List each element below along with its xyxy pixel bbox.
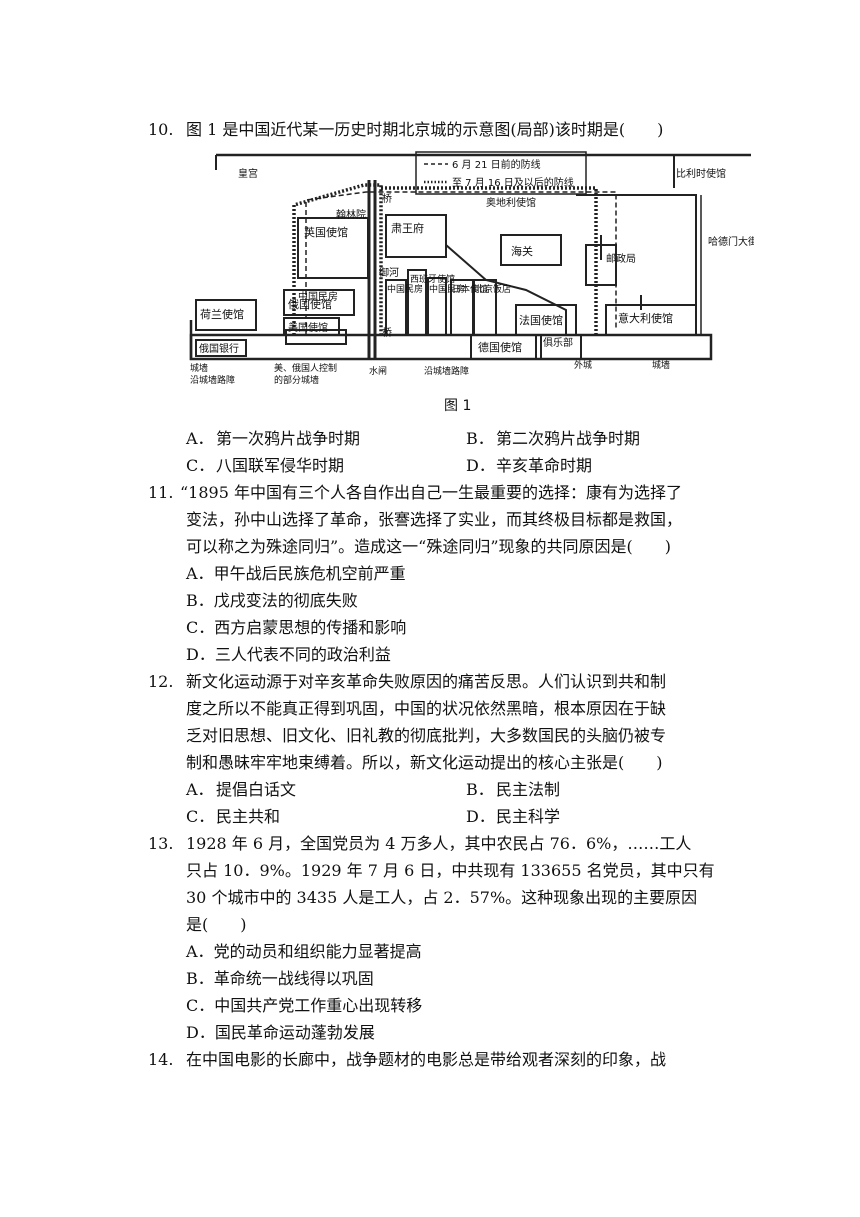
option-d[interactable]: D．国民革命运动蓬勃发展: [186, 1023, 375, 1042]
option-b[interactable]: B．第二次鸦片战争时期: [466, 429, 641, 448]
stem-line: 新文化运动源于对辛亥革命失败原因的痛苦反思。人们认识到共和制: [186, 672, 667, 691]
option-d[interactable]: D．三人代表不同的政治利益: [186, 645, 391, 664]
question-10: 10. 图 1 是中国近代某一历史时期北京城的示意图(局部)该时期是( ): [148, 116, 718, 143]
option-row: A．提倡白话文 B．民主法制: [186, 776, 746, 803]
option-a[interactable]: A．甲午战后民族危机空前严重: [186, 564, 406, 583]
map-label: 邮政局: [606, 252, 636, 265]
option-row: C．八国联军侵华时期 D．辛亥革命时期: [186, 452, 746, 479]
option-d[interactable]: D．民主科学: [466, 807, 561, 826]
map-label: 翰林院: [336, 208, 366, 221]
map-label: 法国使馆: [519, 313, 563, 327]
map-caption: 图 1: [444, 398, 471, 414]
option-c[interactable]: C．八国联军侵华时期: [186, 456, 345, 475]
stem-line: 可以称之为殊途同归”。造成这一“殊途同归”现象的共同原因是( ): [186, 537, 672, 556]
option-b[interactable]: B．民主法制: [466, 780, 561, 799]
map-label: 中国民房: [298, 290, 338, 303]
question-stem: 图 1 是中国近代某一历史时期北京城的示意图(局部)该时期是( ): [186, 116, 718, 143]
question-11: 11. “1895 年中国有三个人各自作出自己一生最重要的选择：康有为选择了 变…: [148, 479, 718, 560]
stem-line: 乏对旧思想、旧文化、旧礼教的彻底批判，大多数国民的头脑仍被专: [186, 726, 667, 745]
stem-line: 是( ): [186, 915, 247, 934]
stem-line: 30 个城市中的 3435 人是工人，占 2．57%。这种现象出现的主要原因: [186, 888, 698, 907]
stem-line: 制和愚昧牢牢地束缚着。所以，新文化运动提出的核心主张是( ): [186, 753, 663, 772]
map-label: 荷兰使馆: [200, 307, 244, 321]
map-legend-text: 6 月 21 日前的防线: [452, 158, 541, 171]
map-label: 日本使馆: [452, 283, 488, 295]
question-stem: 1928 年 6 月，全国党员为 4 万多人，其中农民占 76．6%，……工人 …: [186, 830, 718, 938]
map-label: 肃王府: [391, 221, 424, 235]
option-b[interactable]: B．革命统一战线得以巩固: [186, 969, 374, 988]
question-number: 10.: [148, 120, 174, 139]
map-label: 皇宫: [238, 167, 258, 180]
question-number: 13.: [148, 834, 174, 853]
map-label: 中国民房: [387, 283, 423, 295]
map-label: 水闸: [369, 365, 387, 377]
map-label: 德国使馆: [478, 340, 522, 354]
map-label: 俱乐部: [543, 336, 573, 349]
question-11-options: A．甲午战后民族危机空前严重 B．戊戌变法的彻底失败 C．西方启蒙思想的传播和影…: [186, 560, 746, 668]
map-label: 美、俄国人控制: [274, 362, 337, 374]
map-label: 北京饭店: [475, 283, 511, 295]
option-c[interactable]: C．西方启蒙思想的传播和影响: [186, 618, 407, 637]
stem-line: 度之所以不能真正得到巩固，中国的状况依然黑暗，根本原因在于缺: [186, 699, 667, 718]
map-label: 外城: [574, 359, 592, 371]
map-label: 沿城墙路障: [424, 365, 469, 377]
stem-line: 只占 10．9%。1929 年 7 月 6 日，中共现有 133655 名党员，…: [186, 861, 715, 880]
map-label: 俄国银行: [199, 342, 239, 355]
option-b[interactable]: B．戊戌变法的彻底失败: [186, 591, 358, 610]
question-number: 12.: [148, 672, 174, 691]
map-legend-text: 至 7 月 16 日及以后的防线: [452, 176, 574, 189]
option-a[interactable]: A．提倡白话文: [186, 780, 297, 799]
question-stem: 在中国电影的长廊中，战争题材的电影总是带给观者深刻的印象，战: [186, 1046, 718, 1073]
question-12: 12. 新文化运动源于对辛亥革命失败原因的痛苦反思。人们认识到共和制 度之所以不…: [148, 668, 718, 776]
option-c[interactable]: C．民主共和: [186, 807, 281, 826]
map-label: 桥: [382, 193, 392, 205]
question-stem: “1895 年中国有三个人各自作出自己一生最重要的选择：康有为选择了 变法，孙中…: [180, 479, 718, 560]
question-10-options: A．第一次鸦片战争时期 B．第二次鸦片战争时期 C．八国联军侵华时期 D．辛亥革…: [186, 425, 746, 479]
map-label: 沿城墙路障: [190, 374, 235, 386]
question-14: 14. 在中国电影的长廊中，战争题材的电影总是带给观者深刻的印象，战: [148, 1046, 718, 1073]
stem-line: 在中国电影的长廊中，战争题材的电影总是带给观者深刻的印象，战: [186, 1050, 667, 1069]
beijing-legation-map: 6 月 21 日前的防线 至 7 月 16 日及以后的防线 皇宫 比利时使馆 桥…: [186, 150, 758, 415]
stem-line: “1895 年中国有三个人各自作出自己一生最重要的选择：康有为选择了: [180, 483, 682, 502]
map-label: 俄国使馆: [288, 297, 332, 311]
stem-line: 图 1 是中国近代某一历史时期北京城的示意图(局部)该时期是( ): [186, 120, 664, 139]
question-12-options: A．提倡白话文 B．民主法制 C．民主共和 D．民主科学: [186, 776, 746, 830]
map-label: 美国使馆: [288, 321, 328, 334]
option-a[interactable]: A．第一次鸦片战争时期: [186, 429, 361, 448]
map-label: 桥: [382, 327, 392, 339]
map-label: 比利时使馆: [676, 167, 726, 180]
option-c[interactable]: C．中国共产党工作重心出现转移: [186, 996, 423, 1015]
map-label: 的部分城墙: [274, 374, 319, 386]
map-label: 奥地利使馆: [486, 196, 536, 209]
option-d[interactable]: D．辛亥革命时期: [466, 456, 593, 475]
stem-line: 1928 年 6 月，全国党员为 4 万多人，其中农民占 76．6%，……工人: [186, 834, 692, 853]
question-number: 14.: [148, 1050, 174, 1069]
map-label: 城墙: [652, 359, 670, 371]
option-a[interactable]: A．党的动员和组织能力显著提高: [186, 942, 422, 961]
question-13: 13. 1928 年 6 月，全国党员为 4 万多人，其中农民占 76．6%，……: [148, 830, 718, 938]
map-label: 御河: [379, 266, 399, 279]
stem-line: 变法，孙中山选择了革命，张謇选择了实业，而其终极目标都是救国，: [186, 510, 683, 529]
map-label: 西班牙使馆: [410, 273, 455, 285]
map-label: 哈德门大街: [708, 235, 754, 248]
question-number: 11.: [148, 483, 174, 502]
question-stem: 新文化运动源于对辛亥革命失败原因的痛苦反思。人们认识到共和制 度之所以不能真正得…: [186, 668, 718, 776]
map-label: 英国使馆: [304, 225, 348, 239]
map-label: 城墙: [190, 362, 208, 374]
map-label: 海关: [511, 244, 533, 258]
map-label: 意大利使馆: [618, 311, 673, 325]
option-row: A．第一次鸦片战争时期 B．第二次鸦片战争时期: [186, 425, 746, 452]
map-label: 中国民房: [429, 283, 465, 295]
question-13-options: A．党的动员和组织能力显著提高 B．革命统一战线得以巩固 C．中国共产党工作重心…: [186, 938, 746, 1046]
option-row: C．民主共和 D．民主科学: [186, 803, 746, 830]
